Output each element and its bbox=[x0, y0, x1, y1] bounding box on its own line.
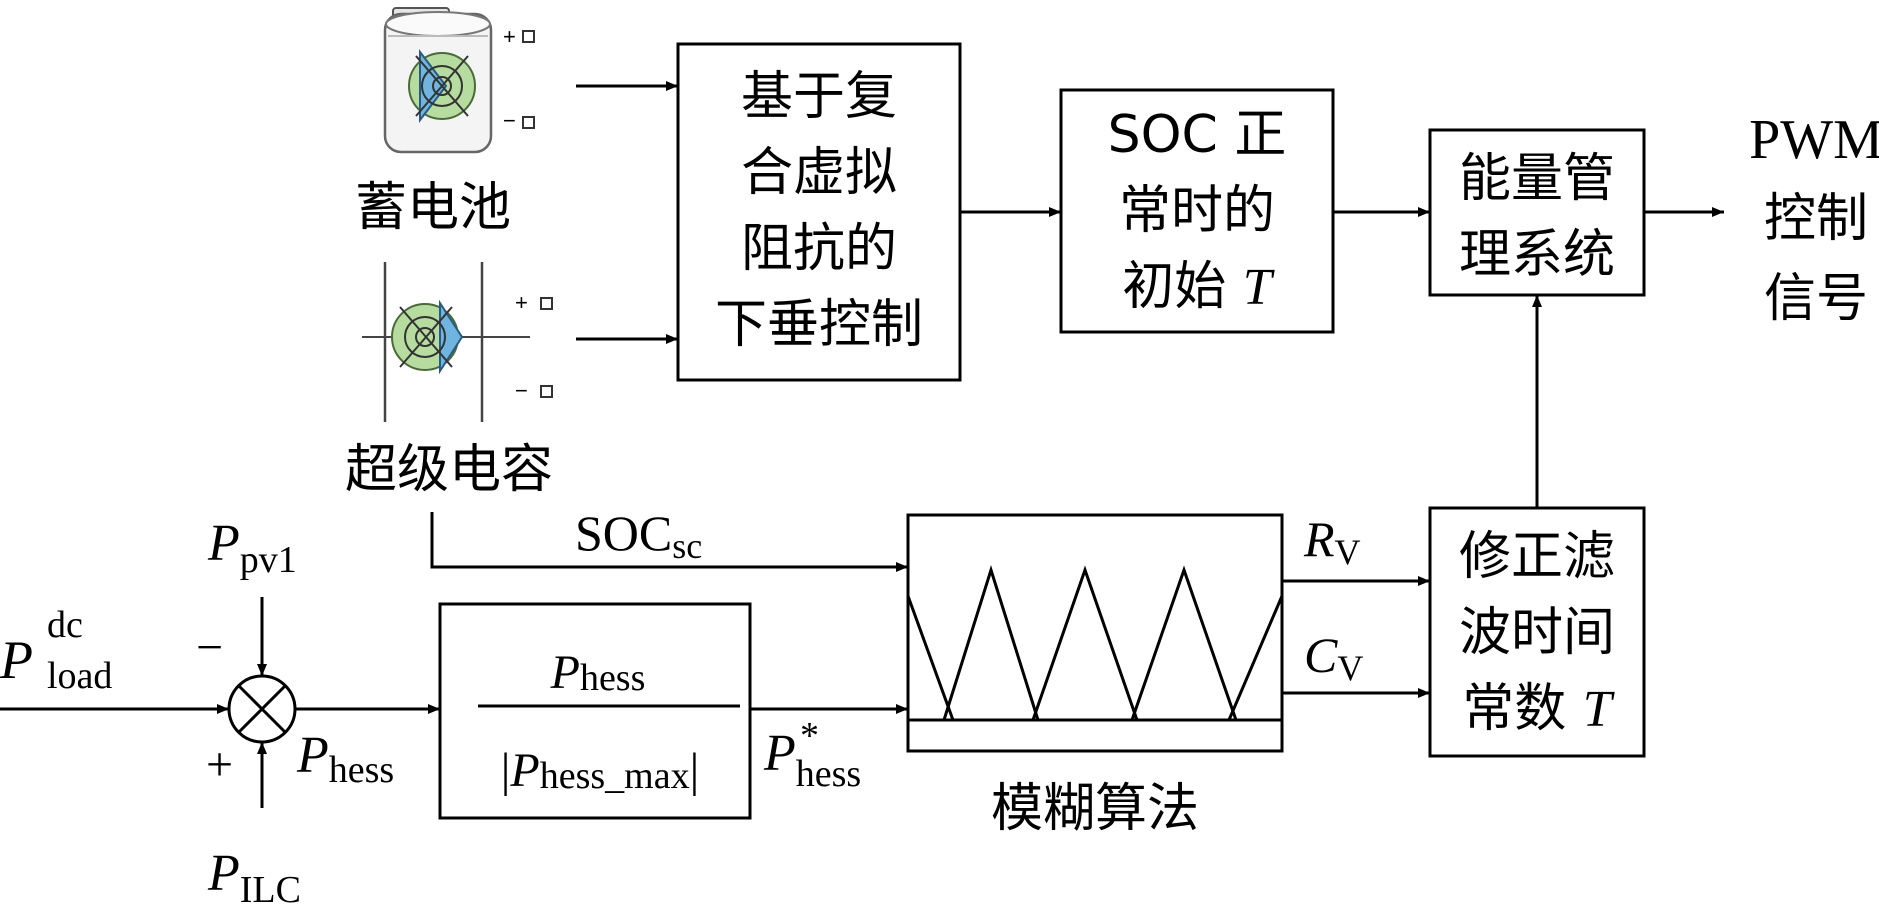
pwm-output-label: PWM 控制 信号 bbox=[1749, 109, 1879, 329]
rv-label: RV bbox=[1303, 511, 1361, 572]
soc-initial-text: SOC 正 常时的 初始 T bbox=[1108, 105, 1287, 317]
pilc-label: PILC bbox=[207, 845, 301, 911]
fuzzy-membership-edge bbox=[906, 595, 955, 721]
cv-label: CV bbox=[1304, 627, 1363, 688]
svg-text:常数 T: 常数 T bbox=[1462, 679, 1615, 739]
svg-text:理系统: 理系统 bbox=[1459, 225, 1615, 285]
svg-text:信号: 信号 bbox=[1764, 269, 1868, 329]
energy-management-block bbox=[1428, 128, 1646, 297]
soc-sc-arrow bbox=[430, 512, 908, 572]
svg-text:阻抗的: 阻抗的 bbox=[741, 219, 897, 279]
battery-label: 蓄电池 bbox=[355, 178, 511, 238]
filter-correction-block bbox=[1428, 506, 1646, 758]
svg-text:初始 T: 初始 T bbox=[1122, 257, 1275, 317]
pload-sup-label: dc bbox=[47, 604, 83, 646]
svg-text:常时的: 常时的 bbox=[1119, 181, 1275, 241]
svg-text:+: + bbox=[503, 24, 516, 49]
fuzzy-membership-2 bbox=[1031, 565, 1139, 721]
normalization-block bbox=[438, 602, 752, 820]
supercapacitor-icon: + − bbox=[362, 262, 553, 422]
normalization-numerator: Phess bbox=[550, 646, 646, 699]
fuzzy-algorithm-block bbox=[906, 513, 1284, 753]
energy-management-text: 能量管 理系统 bbox=[1459, 149, 1615, 285]
fuzzy-algorithm-label: 模糊算法 bbox=[991, 779, 1199, 839]
fuzzy-membership-1 bbox=[942, 564, 1040, 721]
pload-sub-label: load bbox=[47, 655, 112, 697]
fuzzy-membership-edge-right bbox=[1227, 595, 1284, 721]
svg-text:+: + bbox=[515, 290, 528, 315]
svg-text:−: − bbox=[515, 378, 528, 403]
minus-sign: − bbox=[196, 621, 223, 674]
normalization-denominator: |Phess_max| bbox=[501, 744, 699, 797]
droop-control-block bbox=[676, 42, 962, 382]
svg-text:−: − bbox=[503, 108, 516, 133]
droop-control-text: 基于复 合虚拟 阻抗的 下垂控制 bbox=[715, 67, 923, 355]
svg-text:PWM: PWM bbox=[1749, 109, 1879, 171]
fuzzy-membership-3 bbox=[1130, 565, 1238, 721]
svg-text:SOC 正: SOC 正 bbox=[1108, 105, 1287, 165]
plus-sign: + bbox=[206, 738, 233, 791]
battery-icon: + − bbox=[383, 7, 535, 154]
filter-correction-text: 修正滤 波时间 常数 T bbox=[1459, 527, 1615, 739]
phess-star-sup: * bbox=[800, 715, 819, 757]
pload-label: P bbox=[0, 630, 33, 690]
svg-text:合虚拟: 合虚拟 bbox=[741, 143, 897, 203]
svg-text:下垂控制: 下垂控制 bbox=[715, 295, 923, 355]
svg-text:能量管: 能量管 bbox=[1459, 149, 1615, 209]
soc-sc-label: SOCsc bbox=[575, 505, 702, 566]
svg-text:控制: 控制 bbox=[1764, 189, 1868, 249]
phess-star-label: Phess bbox=[763, 725, 861, 795]
phess-label: Phess bbox=[296, 727, 394, 791]
supercapacitor-label: 超级电容 bbox=[345, 440, 553, 500]
ppv1-label: Ppv1 bbox=[207, 515, 297, 581]
svg-text:基于复: 基于复 bbox=[741, 67, 897, 127]
summing-junction bbox=[227, 674, 297, 744]
svg-text:波时间: 波时间 bbox=[1459, 603, 1615, 663]
svg-text:修正滤: 修正滤 bbox=[1459, 527, 1615, 587]
